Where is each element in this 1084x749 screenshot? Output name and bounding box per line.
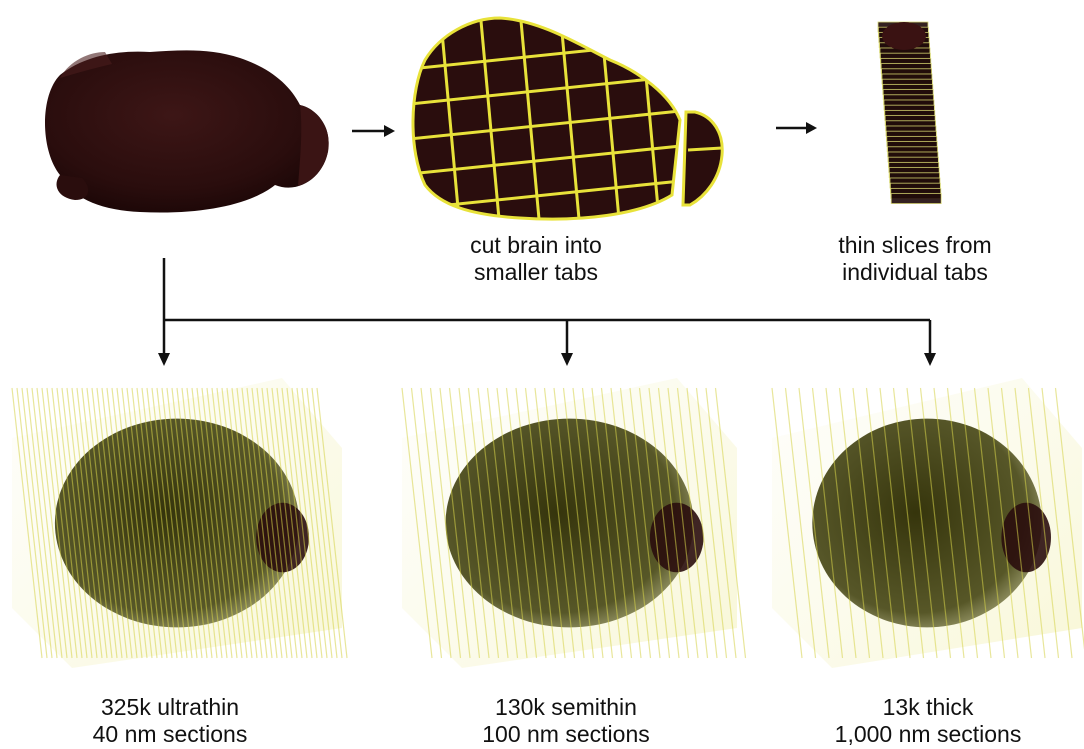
arrow-down-semithin [561,353,573,366]
tab-slice-stack [878,22,941,204]
caption-ultrathin-line1: 325k ultrathin [30,694,310,721]
caption-thin-slices: thin slices from individual tabs [800,232,1030,286]
caption-ultrathin-line2: 40 nm sections [30,721,310,748]
arrow-right-2 [776,122,817,134]
caption-thick-line1: 13k thick [788,694,1068,721]
caption-semithin: 130k semithin 100 nm sections [426,694,706,748]
arrow-down-ultrathin [158,353,170,366]
caption-thick-line2: 1,000 nm sections [788,721,1068,748]
arrow-right-1 [352,125,395,137]
caption-cut-brain-line2: smaller tabs [426,259,646,286]
caption-thin-slices-line1: thin slices from [800,232,1030,259]
caption-semithin-line2: 100 nm sections [426,721,706,748]
block-ultrathin [12,378,347,668]
caption-ultrathin: 325k ultrathin 40 nm sections [30,694,310,748]
block-thick [772,378,1084,668]
caption-thin-slices-line2: individual tabs [800,259,1030,286]
caption-semithin-line1: 130k semithin [426,694,706,721]
caption-cut-brain-line1: cut brain into [426,232,646,259]
caption-thick: 13k thick 1,000 nm sections [788,694,1068,748]
caption-cut-brain: cut brain into smaller tabs [426,232,646,286]
block-semithin [402,378,746,668]
whole-brain [45,50,329,212]
arrow-down-thick [924,353,936,366]
cut-brain [400,10,722,230]
